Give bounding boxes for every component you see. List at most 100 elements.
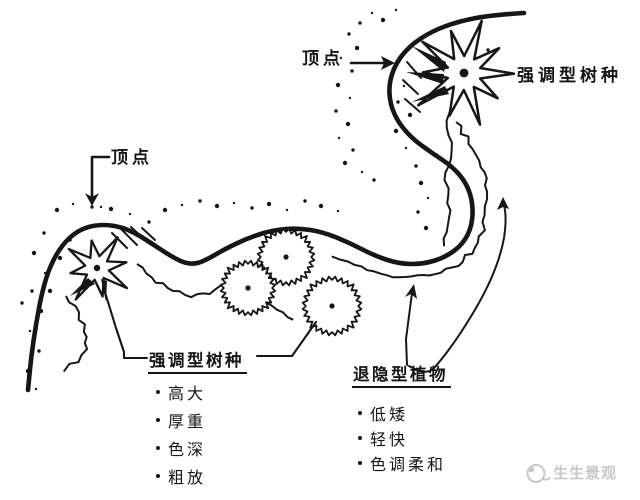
apex-label-left: 顶点 — [111, 148, 153, 168]
curved-arrow-up-icon — [408, 204, 507, 373]
stipple-dot — [31, 250, 37, 256]
stipple-dot — [28, 329, 32, 333]
stipple-dot — [42, 231, 46, 235]
stipple-dot — [380, 17, 386, 23]
tree-dark-arm — [412, 46, 446, 72]
stipple-dot — [303, 199, 307, 203]
stipple-dot — [47, 288, 53, 294]
stipple-dot — [318, 203, 324, 209]
stipple-dot — [394, 8, 398, 12]
stipple-dot — [90, 205, 94, 209]
stipple-dot — [354, 45, 360, 51]
stipple-dot — [370, 11, 374, 15]
hatch-line — [402, 79, 419, 95]
stipple-dot — [198, 199, 202, 203]
stipple-dot — [345, 121, 351, 127]
bullet-icon — [156, 474, 160, 478]
arrow-down-head — [85, 193, 99, 206]
stipple-dot — [266, 201, 272, 207]
stipple-dot — [335, 82, 341, 88]
stipple-dot — [99, 205, 103, 209]
hatch-strokes — [111, 61, 422, 249]
stipple-dot — [339, 56, 343, 60]
leader-line-shrub — [255, 320, 318, 358]
stipple-dot — [37, 349, 41, 353]
receding-group-heading: 退隐型植物 — [352, 365, 451, 389]
stipple-dot — [162, 207, 168, 213]
stipple-dot — [71, 202, 75, 206]
bullet-icon — [156, 418, 160, 422]
stipple-dot — [486, 48, 490, 52]
shrub-center-dot — [245, 285, 251, 291]
stipple-dot — [372, 178, 376, 182]
stipple-dot — [347, 32, 351, 36]
hatch-line — [111, 232, 128, 249]
tree-dark-arm — [406, 72, 444, 84]
hatch-line — [141, 227, 156, 241]
stipple-dot — [358, 21, 362, 25]
stipple-dot — [334, 109, 338, 113]
emphasis-item-label: 厚重 — [168, 412, 207, 431]
stipple-dot — [402, 84, 406, 88]
serrated-shrub-icons — [219, 227, 363, 337]
stipple-dot — [337, 136, 341, 140]
stipple-dot — [360, 170, 364, 174]
emphasis-group-heading: 强调型树种 — [148, 351, 247, 375]
emphasis-item: 粗放 — [156, 464, 206, 488]
leader-line-left-tree — [102, 287, 149, 360]
bullet-icon — [358, 436, 362, 440]
hatch-line — [404, 98, 421, 113]
stipple-dot — [423, 225, 429, 231]
stipple-dot — [348, 96, 352, 100]
stipple-dot — [404, 146, 408, 150]
stipple-dot — [336, 209, 340, 213]
emphasis-item: 厚重 — [156, 408, 206, 432]
tree-center-dot — [93, 264, 101, 272]
stipple-dot — [285, 208, 289, 212]
stipple-dot — [57, 255, 63, 261]
plant-mass-outline-right-inner — [442, 99, 453, 247]
tree-center-dot — [459, 68, 469, 78]
emphasis-item: 高大 — [156, 380, 206, 404]
stipple-dot — [393, 128, 399, 134]
stipple-dot — [108, 206, 114, 212]
stipple-dot — [20, 301, 24, 305]
bullet-icon — [358, 411, 362, 415]
stipple-dot — [250, 206, 254, 210]
stipple-dot — [214, 203, 220, 209]
stipple-dot — [350, 69, 354, 73]
watermark-logo-icon — [526, 464, 551, 483]
stipple-dot — [426, 196, 430, 200]
bullet-icon — [358, 461, 362, 465]
stipple-dot — [351, 148, 355, 152]
shrub-center-dot — [329, 303, 335, 309]
bullet-icon — [156, 390, 160, 394]
arrow-right-head — [381, 56, 395, 70]
receding-item-label: 色调柔和 — [370, 455, 447, 474]
stipple-dot — [54, 207, 60, 213]
receding-item-label: 轻快 — [370, 430, 409, 449]
receding-item: 轻快 — [358, 426, 408, 450]
emphasis-item: 色深 — [156, 436, 206, 460]
receding-item: 色调柔和 — [358, 451, 446, 475]
bullet-icon — [156, 446, 160, 450]
curved-arrow-up-head — [497, 197, 509, 210]
stipple-dot — [396, 100, 400, 104]
tree-dark-arm — [412, 86, 449, 102]
arrow-up-icon — [405, 292, 413, 366]
tree-dark-arm — [70, 278, 95, 296]
emphasis-item-label: 粗放 — [168, 468, 207, 487]
stipple-dot — [418, 180, 424, 186]
stipple-dot — [407, 112, 413, 118]
forest-edge-curve — [25, 10, 527, 393]
spiky-tree-icon-left — [67, 236, 129, 302]
stipple-dot — [416, 210, 420, 214]
emphasis-species-callout: 强调型树种 — [517, 66, 622, 86]
receding-item-label: 低矮 — [370, 405, 409, 424]
stipple-dot — [342, 160, 348, 166]
arrow-up-head — [405, 284, 417, 299]
hatch-line — [120, 228, 138, 246]
stipple-dot — [232, 201, 236, 205]
